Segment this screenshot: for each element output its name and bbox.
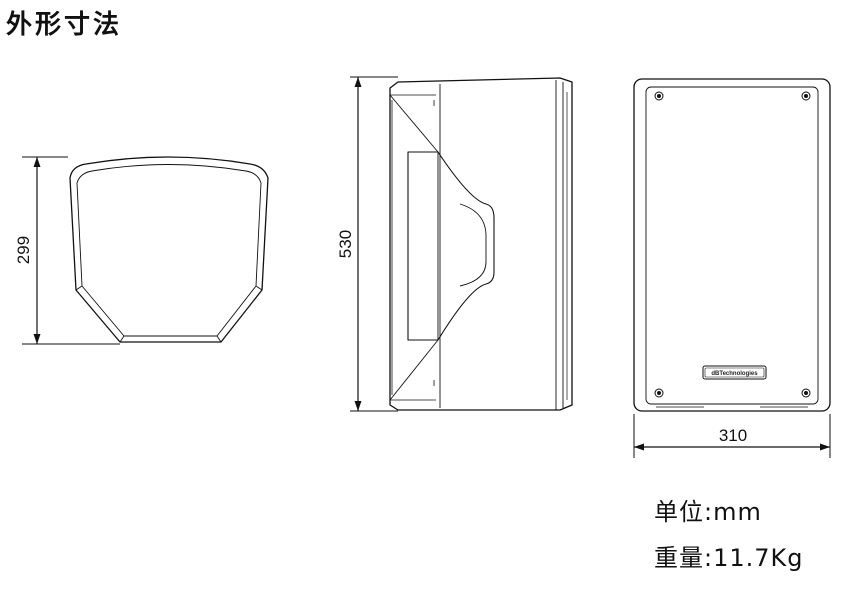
front-view [633, 78, 831, 412]
top-view [69, 156, 269, 343]
height-dimension: 530 [336, 76, 398, 412]
logo-text: dBTechnologies [711, 371, 758, 377]
width-dimension: 310 [633, 414, 831, 458]
top-view-inner-outline [76, 164, 262, 337]
depth-label: 299 [14, 236, 33, 264]
side-view-outline [389, 77, 573, 411]
front-view-outline [633, 78, 831, 412]
screw-icon [801, 91, 811, 101]
height-label: 530 [336, 230, 355, 258]
top-view-outline [69, 156, 269, 343]
weight-spec: 重量:11.7Kg [654, 544, 804, 572]
screw-icon [654, 91, 664, 101]
side-view-horn [407, 151, 495, 341]
depth-dimension: 299 [14, 156, 120, 345]
side-view [389, 77, 573, 411]
unit-spec: 单位:mm [654, 498, 762, 526]
logo-badge [702, 365, 767, 380]
front-view-grille [645, 86, 819, 405]
screw-icon [801, 388, 811, 398]
screw-icon [654, 388, 664, 398]
width-label: 310 [719, 426, 747, 445]
page-title: 外形寸法 [6, 10, 123, 40]
